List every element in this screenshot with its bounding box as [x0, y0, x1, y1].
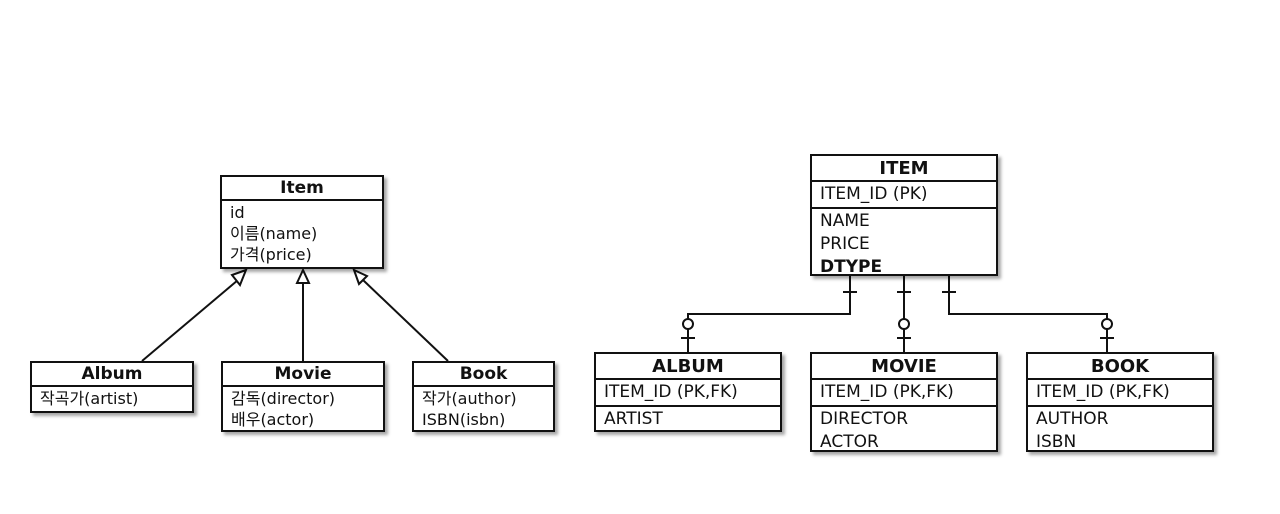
uml-item-attribute: 이름(name)	[230, 224, 318, 243]
uml-movie-attribute: 배우(actor)	[231, 410, 315, 429]
uml-item-attribute: 가격(price)	[230, 245, 312, 264]
uml-album-class: Album 작곡가(artist)	[30, 361, 194, 413]
uml-book-class-title: Book	[414, 363, 553, 387]
erd-book-primary-key: ITEM_ID (PK,FK)	[1036, 382, 1170, 402]
erd-album-key-section: ITEM_ID (PK,FK)	[596, 380, 780, 407]
erd-album-columns: ARTIST	[596, 407, 780, 432]
book-optional-circle	[1101, 318, 1113, 330]
uml-item-class-title: Item	[222, 177, 382, 201]
erd-album-table: ALBUM ITEM_ID (PK,FK) ARTIST	[594, 352, 782, 432]
uml-book-attributes: 작가(author) ISBN(isbn)	[414, 387, 553, 431]
uml-book-attribute: 작가(author)	[422, 389, 517, 408]
album-optional-circle	[682, 318, 694, 330]
erd-item-column: PRICE	[820, 234, 870, 254]
album-generalization-line	[141, 279, 239, 362]
uml-album-class-title: Album	[32, 363, 192, 387]
erd-item-columns: NAME PRICE DTYPE	[812, 209, 996, 280]
erd-movie-table: MOVIE ITEM_ID (PK,FK) DIRECTOR ACTOR	[810, 352, 998, 452]
erd-album-table-title: ALBUM	[596, 354, 780, 380]
erd-book-table: BOOK ITEM_ID (PK,FK) AUTHOR ISBN	[1026, 352, 1214, 452]
uml-book-attribute: ISBN(isbn)	[422, 410, 506, 429]
erd-album-primary-key: ITEM_ID (PK,FK)	[604, 382, 738, 402]
erd-item-key-section: ITEM_ID (PK)	[812, 182, 996, 209]
erd-item-column: NAME	[820, 211, 870, 231]
erd-book-column: ISBN	[1036, 432, 1077, 452]
erd-item-table: ITEM ITEM_ID (PK) NAME PRICE DTYPE	[810, 154, 998, 277]
uml-item-attributes: id 이름(name) 가격(price)	[222, 201, 382, 266]
uml-book-class: Book 작가(author) ISBN(isbn)	[412, 361, 555, 432]
erd-movie-primary-key: ITEM_ID (PK,FK)	[820, 382, 954, 402]
erd-movie-column: ACTOR	[820, 432, 879, 452]
erd-album-column: ARTIST	[604, 409, 663, 429]
erd-movie-table-title: MOVIE	[812, 354, 996, 380]
movie-generalization-arrowhead	[295, 267, 311, 284]
uml-item-attribute: id	[230, 203, 245, 222]
uml-movie-class: Movie 감독(director) 배우(actor)	[221, 361, 385, 432]
erd-movie-column: DIRECTOR	[820, 409, 909, 429]
erd-book-column: AUTHOR	[1036, 409, 1109, 429]
movie-optional-circle	[898, 318, 910, 330]
uml-item-class: Item id 이름(name) 가격(price)	[220, 175, 384, 269]
erd-item-primary-key: ITEM_ID (PK)	[820, 184, 928, 204]
erd-book-table-title: BOOK	[1028, 354, 1212, 380]
uml-album-attributes: 작곡가(artist)	[32, 387, 192, 410]
book-generalization-arrowhead	[352, 268, 369, 286]
erd-movie-columns: DIRECTOR ACTOR	[812, 407, 996, 455]
album-generalization-arrowhead	[230, 268, 248, 287]
uml-album-attribute: 작곡가(artist)	[40, 389, 139, 408]
item-album-relationship-line	[687, 275, 851, 353]
uml-movie-attributes: 감독(director) 배우(actor)	[223, 387, 383, 431]
uml-movie-attribute: 감독(director)	[231, 389, 336, 408]
erd-book-key-section: ITEM_ID (PK,FK)	[1028, 380, 1212, 407]
book-generalization-line	[362, 279, 449, 362]
item-book-relationship-line	[948, 275, 1108, 353]
uml-movie-class-title: Movie	[223, 363, 383, 387]
erd-movie-key-section: ITEM_ID (PK,FK)	[812, 380, 996, 407]
erd-book-columns: AUTHOR ISBN	[1028, 407, 1212, 455]
erd-item-table-title: ITEM	[812, 156, 996, 182]
erd-item-discriminator-column: DTYPE	[820, 257, 883, 277]
